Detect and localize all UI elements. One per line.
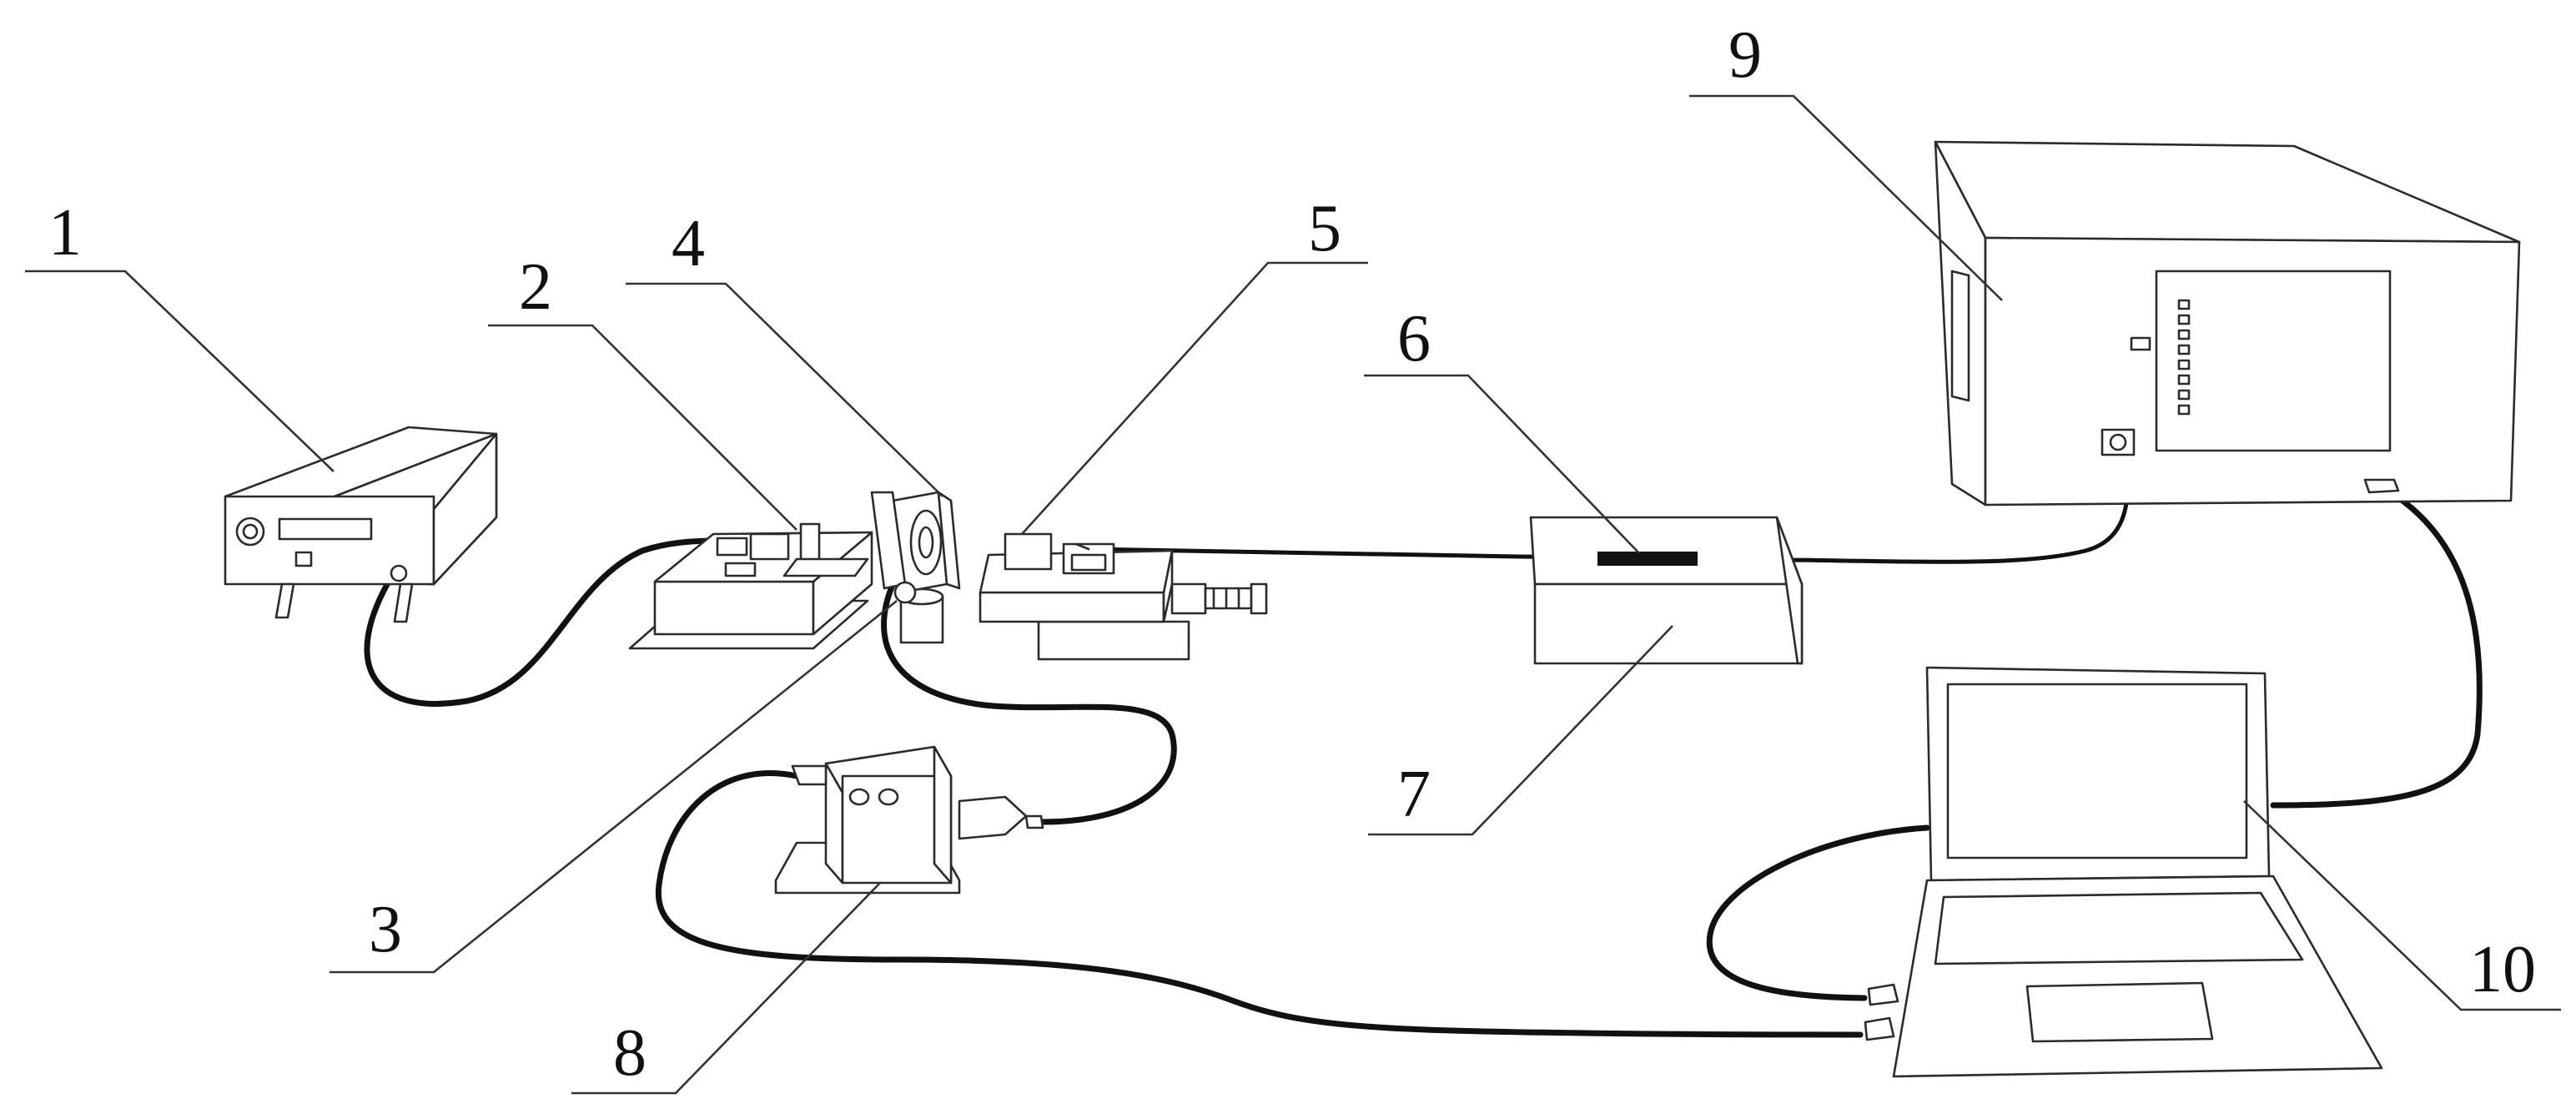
label-10: 10 xyxy=(2469,933,2536,1006)
cable-laptop-loop xyxy=(1706,824,1930,1001)
light-source xyxy=(224,426,498,623)
leader-1 xyxy=(25,270,335,472)
leader-3 xyxy=(330,599,898,974)
cable-mirror-to-detector xyxy=(881,572,1177,825)
label-2: 2 xyxy=(519,250,552,324)
leader-9 xyxy=(1689,94,2003,301)
leader-7 xyxy=(1368,625,1673,836)
label-1: 1 xyxy=(48,196,82,270)
label-5: 5 xyxy=(1308,192,1341,265)
cable-source-to-mount xyxy=(364,537,721,707)
cable-analyzer-to-laptop xyxy=(2270,497,2483,809)
optical-stage-2 xyxy=(628,522,873,650)
leader-10 xyxy=(2243,800,2561,1011)
leader-lines xyxy=(25,94,2561,1095)
label-4: 4 xyxy=(672,207,705,280)
detector-module xyxy=(774,745,1044,895)
leader-6 xyxy=(1364,374,1640,554)
label-3: 3 xyxy=(369,893,402,966)
laptop xyxy=(1864,666,2383,1078)
label-8: 8 xyxy=(613,1016,647,1090)
leader-8 xyxy=(571,882,881,1095)
leader-4 xyxy=(626,282,943,497)
translation-stage xyxy=(979,532,1268,661)
fiber-sensing-segment xyxy=(1597,552,1698,566)
sample-box xyxy=(1529,516,1804,665)
mirror-mount xyxy=(870,491,961,644)
analyzer-instrument xyxy=(1934,140,2521,507)
number-labels: 1 2 3 4 5 6 7 8 9 10 xyxy=(48,18,2536,1090)
label-6: 6 xyxy=(1397,302,1431,376)
cable-detector-to-laptop xyxy=(655,770,1864,1038)
label-7: 7 xyxy=(1397,758,1431,831)
leader-5 xyxy=(1021,261,1368,535)
leader-2 xyxy=(488,324,797,531)
label-9: 9 xyxy=(1728,18,1762,92)
